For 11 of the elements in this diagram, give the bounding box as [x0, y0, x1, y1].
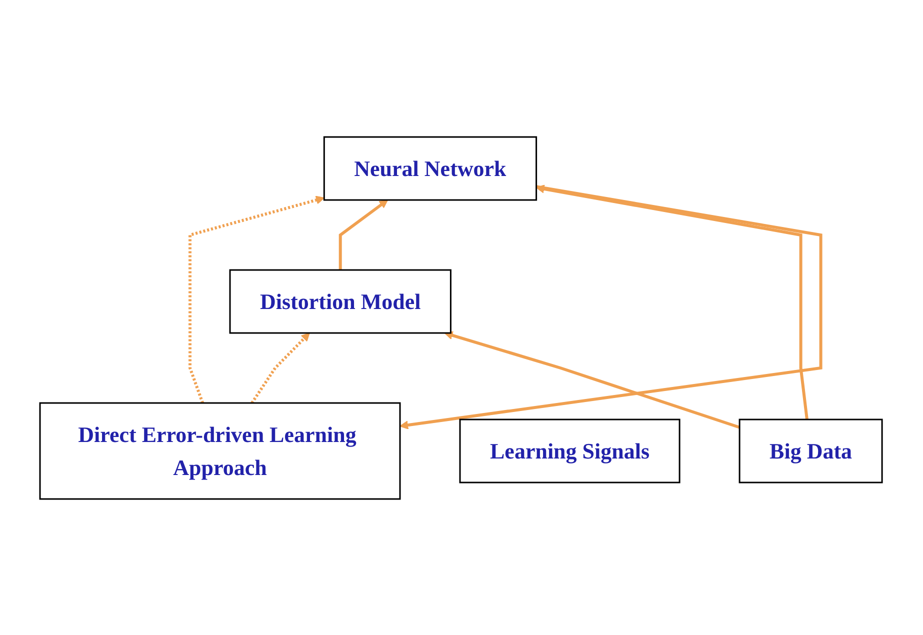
- node-box: Learning Signals: [460, 418, 681, 483]
- arrow: [188, 195, 326, 404]
- arrow: [444, 330, 740, 428]
- arrow: [400, 184, 823, 429]
- node-box: Direct Error-driven Learning Approach: [40, 402, 402, 500]
- node-box: Distortion Model: [230, 268, 452, 334]
- node-box: Big Data: [739, 418, 884, 483]
- arrow: [251, 332, 310, 404]
- arrow: [339, 199, 389, 270]
- node-box: Neural Network: [324, 136, 538, 200]
- arrow: [536, 184, 809, 420]
